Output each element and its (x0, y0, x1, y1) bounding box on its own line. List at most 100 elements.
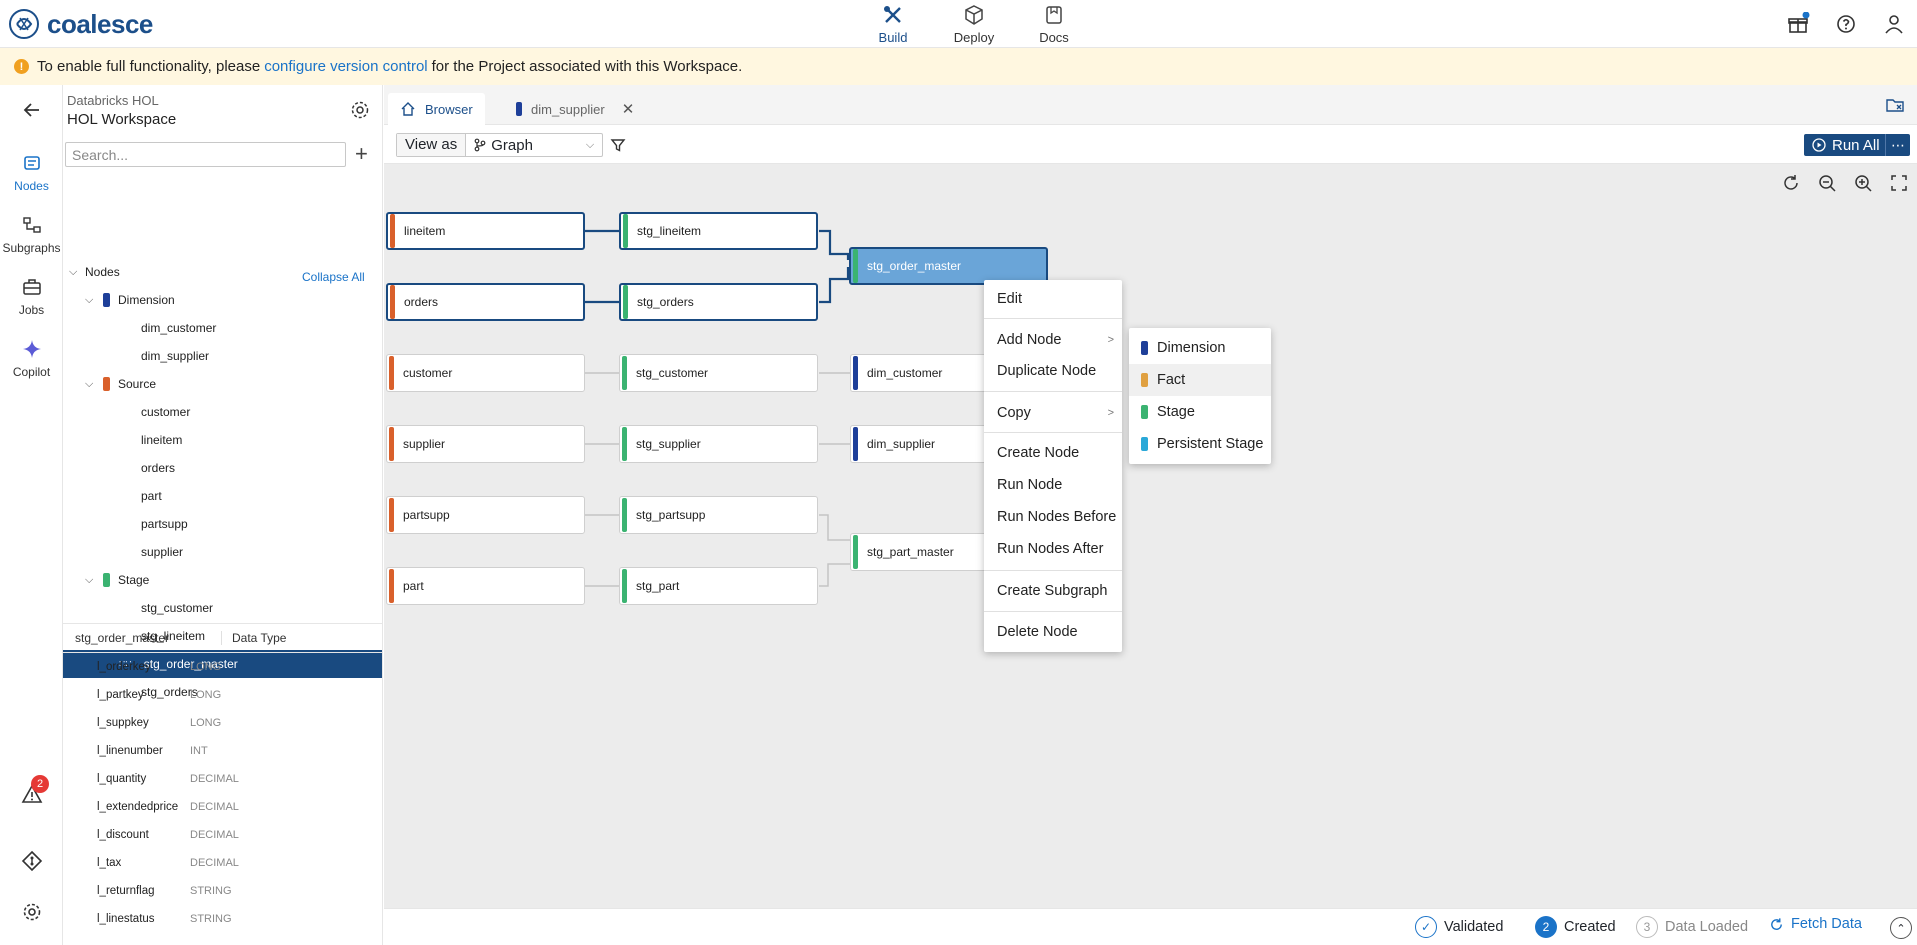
graph-node-stg-supplier[interactable]: stg_supplier (619, 425, 818, 463)
rail-item-nodes[interactable]: Nodes (0, 153, 63, 193)
graph-node-stg-customer[interactable]: stg_customer (619, 354, 818, 392)
rail-item-subgraphs[interactable]: Subgraphs (0, 215, 63, 255)
tree-item-orders[interactable]: orders (63, 454, 382, 482)
column-header-data-type[interactable]: Data Type (232, 631, 287, 645)
alert-triangle-icon[interactable] (21, 783, 43, 805)
status-validated[interactable]: ✓ Validated (1415, 916, 1503, 938)
tree-item-dim-supplier[interactable]: dim_supplier (63, 342, 382, 370)
menu-item-edit[interactable]: Edit (984, 284, 1122, 314)
tree-item-part[interactable]: part (63, 482, 382, 510)
run-all-button[interactable]: Run All ⋯ (1804, 134, 1910, 156)
add-node-icon[interactable]: + (355, 141, 368, 166)
tree-group-dimension[interactable]: ⌵ Dimension (63, 286, 382, 314)
tree-item-customer[interactable]: customer (63, 398, 382, 426)
menu-item-run-nodes-after[interactable]: Run Nodes After (984, 534, 1122, 564)
graph-node-stg-orders[interactable]: stg_orders (619, 283, 818, 321)
menu-item-label: Edit (997, 291, 1022, 307)
view-as-value[interactable]: Graph ⌵ (466, 134, 602, 156)
fetch-data-button[interactable]: Fetch Data (1769, 916, 1862, 932)
workspace-settings-icon[interactable] (349, 99, 371, 121)
tree-item-stg-customer[interactable]: stg_customer (63, 594, 382, 622)
graph-node-supplier[interactable]: supplier (386, 425, 585, 463)
tree-group-source[interactable]: ⌵ Source (63, 370, 382, 398)
tree-root-nodes[interactable]: ⌵ Nodes (63, 258, 382, 286)
graph-node-stg-partsupp[interactable]: stg_partsupp (619, 496, 818, 534)
rail-item-jobs[interactable]: Jobs (0, 277, 63, 317)
tree-group-stage[interactable]: ⌵ Stage (63, 566, 382, 594)
rail-item-copilot[interactable]: Copilot (0, 339, 63, 379)
topnav-build[interactable]: Build (853, 4, 933, 46)
drag-handle-icon[interactable]: ∷∷ (119, 658, 132, 670)
graph-node-stg-lineitem[interactable]: stg_lineitem (619, 212, 818, 250)
status-created[interactable]: 2 Created (1535, 916, 1616, 938)
fit-screen-icon[interactable] (1889, 173, 1909, 193)
graph-node-orders[interactable]: orders (386, 283, 585, 321)
menu-item-create-node[interactable]: Create Node (984, 438, 1122, 468)
help-icon[interactable] (1834, 12, 1858, 36)
folder-close-icon[interactable] (1885, 95, 1905, 115)
node-search-input[interactable] (65, 142, 346, 167)
coalesce-logo[interactable]: coalesce (8, 8, 153, 40)
menu-item-create-subgraph[interactable]: Create Subgraph (984, 576, 1122, 606)
submenu-item-dimension[interactable]: Dimension (1129, 332, 1271, 364)
topnav-docs[interactable]: Docs (1014, 4, 1094, 46)
filter-icon[interactable] (610, 137, 626, 153)
tree-item-lineitem[interactable]: lineitem (63, 426, 382, 454)
tree-item-stg-order-master[interactable]: ∷∷ stg_order_master (63, 650, 382, 678)
settings-gear-icon[interactable] (21, 901, 43, 923)
node-type-bar (622, 569, 627, 603)
tree-item-stg-lineitem[interactable]: stg_lineitem (63, 622, 382, 650)
status-data-loaded[interactable]: 3 Data Loaded (1636, 916, 1748, 938)
gift-icon[interactable] (1786, 12, 1810, 36)
graph-node-part[interactable]: part (386, 567, 585, 605)
user-icon[interactable] (1882, 12, 1906, 36)
menu-item-duplicate-node[interactable]: Duplicate Node (984, 356, 1122, 386)
menu-item-delete-node[interactable]: Delete Node (984, 617, 1122, 647)
zoom-out-icon[interactable] (1817, 173, 1837, 193)
menu-item-add-node[interactable]: Add Node> (984, 325, 1122, 355)
tab-dim-supplier[interactable]: dim_supplier ✕ (504, 93, 646, 125)
topnav-deploy[interactable]: Deploy (934, 4, 1014, 46)
tab-browser[interactable]: Browser (388, 93, 485, 125)
refresh-icon[interactable] (1781, 173, 1801, 193)
menu-item-run-nodes-before[interactable]: Run Nodes Before (984, 502, 1122, 532)
git-icon[interactable] (21, 850, 43, 872)
graph-node-partsupp[interactable]: partsupp (386, 496, 585, 534)
view-as-select[interactable]: View as Graph ⌵ (396, 133, 604, 157)
graph-node-stg-order-master[interactable]: stg_order_master (849, 247, 1048, 285)
submenu-item-persistent-stage[interactable]: Persistent Stage (1129, 428, 1271, 460)
configure-version-control-link[interactable]: configure version control (264, 58, 428, 75)
graph-node-lineitem[interactable]: lineitem (386, 212, 585, 250)
submenu-item-fact[interactable]: Fact (1129, 364, 1271, 396)
back-arrow-icon[interactable] (21, 99, 43, 121)
tree-item-stg-orders[interactable]: stg_orders (63, 678, 382, 706)
graph-node-customer[interactable]: customer (386, 354, 585, 392)
zoom-in-icon[interactable] (1853, 173, 1873, 193)
run-all-label: Run All (1832, 136, 1880, 154)
expand-panel-icon[interactable]: ⌃ (1890, 917, 1912, 939)
run-all-main[interactable]: Run All (1804, 134, 1886, 156)
tree-item-partsupp[interactable]: partsupp (63, 510, 382, 538)
graph-node-stg-part[interactable]: stg_part (619, 567, 818, 605)
run-all-more-button[interactable]: ⋯ (1891, 136, 1905, 153)
close-icon[interactable]: ✕ (621, 101, 635, 118)
submenu-item-stage[interactable]: Stage (1129, 396, 1271, 428)
collapse-all-button[interactable]: Collapse All (302, 270, 365, 284)
tree-item-supplier[interactable]: supplier (63, 538, 382, 566)
column-header-node-name[interactable]: stg_order_master (63, 631, 222, 645)
menu-item-copy[interactable]: Copy> (984, 398, 1122, 428)
menu-item-run-node[interactable]: Run Node (984, 470, 1122, 500)
tree-item-dim-customer[interactable]: dim_customer (63, 314, 382, 342)
chevron-right-icon: > (1107, 407, 1114, 419)
graph-canvas[interactable]: lineitem stg_lineitem stg_order_master o… (384, 164, 1917, 908)
